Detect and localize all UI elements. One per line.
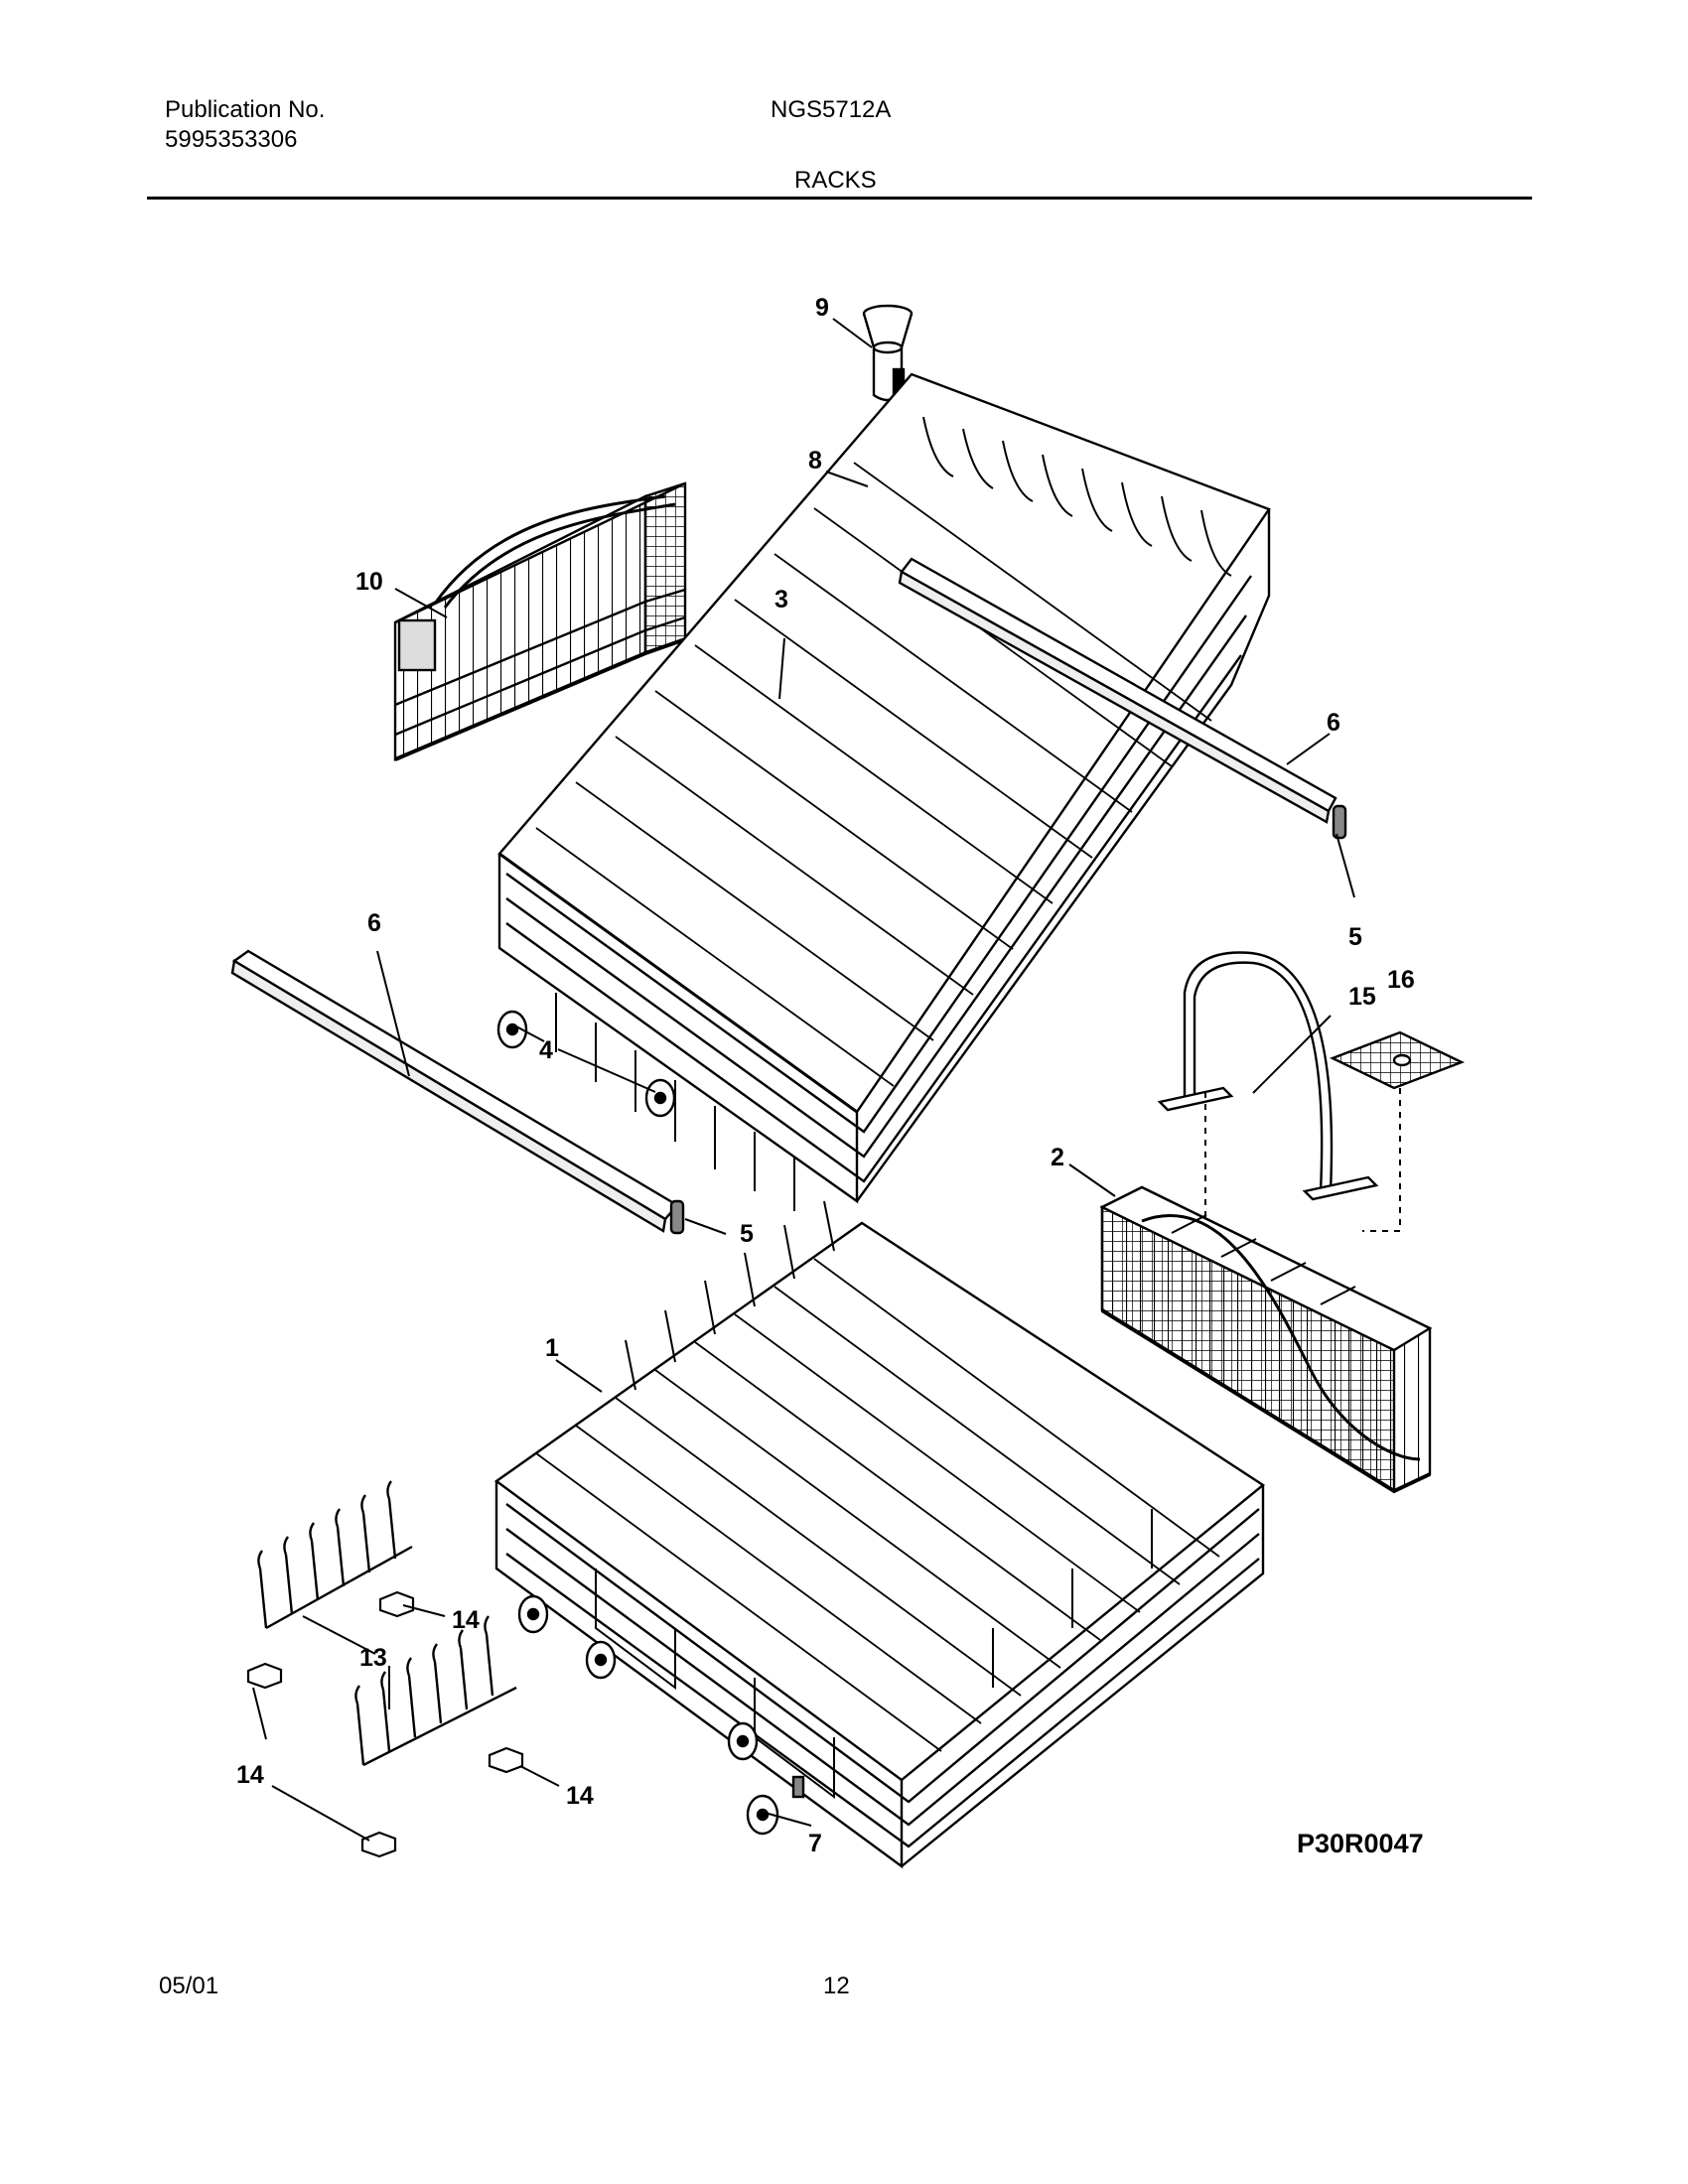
- callout-4: 4: [539, 1036, 553, 1064]
- publication-label: Publication No.: [165, 96, 326, 123]
- callout-14-b: 14: [236, 1761, 264, 1789]
- callout-3: 3: [774, 586, 788, 614]
- callout-labels: 9 8 10 3 6 5 6 4 5 15 16 2 1 14 13 14 14…: [236, 294, 1424, 1858]
- callout-15: 15: [1348, 983, 1376, 1011]
- callout-8: 8: [808, 447, 822, 475]
- callout-14-a: 14: [452, 1606, 480, 1634]
- model-number: NGS5712A: [771, 96, 892, 123]
- diagram-code: P30R0047: [1297, 1829, 1424, 1858]
- small-item-basket-part: [393, 481, 687, 761]
- callout-1: 1: [545, 1334, 559, 1362]
- fold-down-tine-row-part: [257, 1480, 517, 1767]
- callout-13: 13: [359, 1644, 387, 1672]
- callout-9: 9: [815, 294, 829, 322]
- callout-2: 2: [1051, 1144, 1064, 1171]
- basket-lid-part: [1329, 1030, 1466, 1232]
- callout-5-right: 5: [1348, 923, 1362, 951]
- footer-date: 05/01: [159, 1973, 219, 1999]
- rack-track-right-part: [898, 557, 1347, 840]
- cutlery-basket-part: [1099, 1185, 1433, 1494]
- callout-7: 7: [808, 1830, 822, 1857]
- publication-number: 5995353306: [165, 126, 298, 153]
- callout-10: 10: [355, 568, 383, 596]
- lower-rack-part: [493, 1200, 1266, 1869]
- tine-row-clip-part: [246, 1590, 524, 1858]
- rack-track-left-part: [230, 949, 685, 1235]
- callout-14-c: 14: [566, 1782, 594, 1810]
- callout-16: 16: [1387, 966, 1415, 994]
- section-title: RACKS: [794, 167, 877, 194]
- leader-lines: [252, 318, 1355, 1842]
- lower-rack-wheel-part: [517, 1594, 805, 1836]
- footer-page-number: 12: [823, 1973, 850, 1999]
- upper-rack-part: [497, 372, 1271, 1211]
- basket-handle-part: [1157, 951, 1379, 1251]
- callout-6-right: 6: [1327, 709, 1340, 737]
- header-rule: [147, 197, 1532, 200]
- upper-rack-wheel-part: [496, 1010, 676, 1118]
- callout-5-left: 5: [740, 1220, 754, 1248]
- callout-6-left: 6: [367, 909, 381, 937]
